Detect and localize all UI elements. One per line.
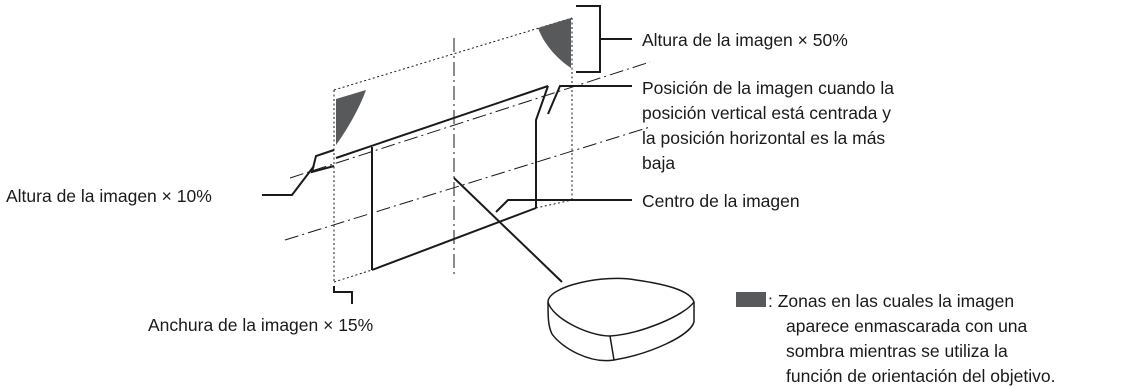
leaders bbox=[262, 5, 632, 304]
label-height-50: Altura de la imagen × 50% bbox=[642, 30, 848, 50]
projector-icon bbox=[547, 277, 695, 362]
legend-swatch bbox=[736, 292, 766, 307]
leader-position bbox=[547, 85, 632, 115]
label-position-line-3: la posición horizontal es la más bbox=[642, 128, 885, 148]
upper-horizontal-axis bbox=[289, 61, 651, 179]
image-top-edge bbox=[335, 85, 549, 159]
leader-height-10 bbox=[262, 165, 315, 196]
leader-center bbox=[495, 199, 632, 213]
projection-line bbox=[453, 177, 563, 283]
axis-lines bbox=[284, 38, 651, 278]
range-top-edge bbox=[333, 17, 573, 91]
label-position-line-4: baja bbox=[642, 153, 675, 173]
legend-text-line-2: aparece enmascarada con una bbox=[786, 316, 1028, 336]
image-bottom-edge bbox=[371, 207, 537, 271]
shaded-area-right bbox=[538, 18, 571, 68]
shaded-area-left bbox=[336, 90, 366, 145]
range-lower-right-edge bbox=[535, 199, 573, 209]
bracket-height-10 bbox=[310, 149, 335, 174]
label-height-10: Altura de la imagen × 10% bbox=[6, 186, 212, 206]
label-position-line-2: posición vertical está centrada y bbox=[642, 103, 891, 123]
range-bottom-edge bbox=[333, 269, 373, 283]
bracket-width-15 bbox=[333, 286, 353, 304]
legend-text-line-1: : Zonas en las cuales la imagen bbox=[768, 291, 1014, 311]
legend-text-line-4: función de orientación del objetivo. bbox=[786, 366, 1056, 386]
shift-range-outline bbox=[333, 17, 573, 283]
lower-horizontal-axis bbox=[284, 126, 651, 241]
image-right-edge bbox=[535, 85, 549, 208]
bracket-height-50 bbox=[576, 5, 601, 73]
projected-image bbox=[335, 85, 549, 271]
label-center: Centro de la imagen bbox=[642, 191, 800, 211]
label-position-line-1: Posición de la imagen cuando la bbox=[642, 78, 894, 98]
legend-text-line-3: sombra mientras se utiliza la bbox=[786, 341, 1008, 361]
label-width-15: Anchura de la imagen × 15% bbox=[148, 315, 373, 335]
